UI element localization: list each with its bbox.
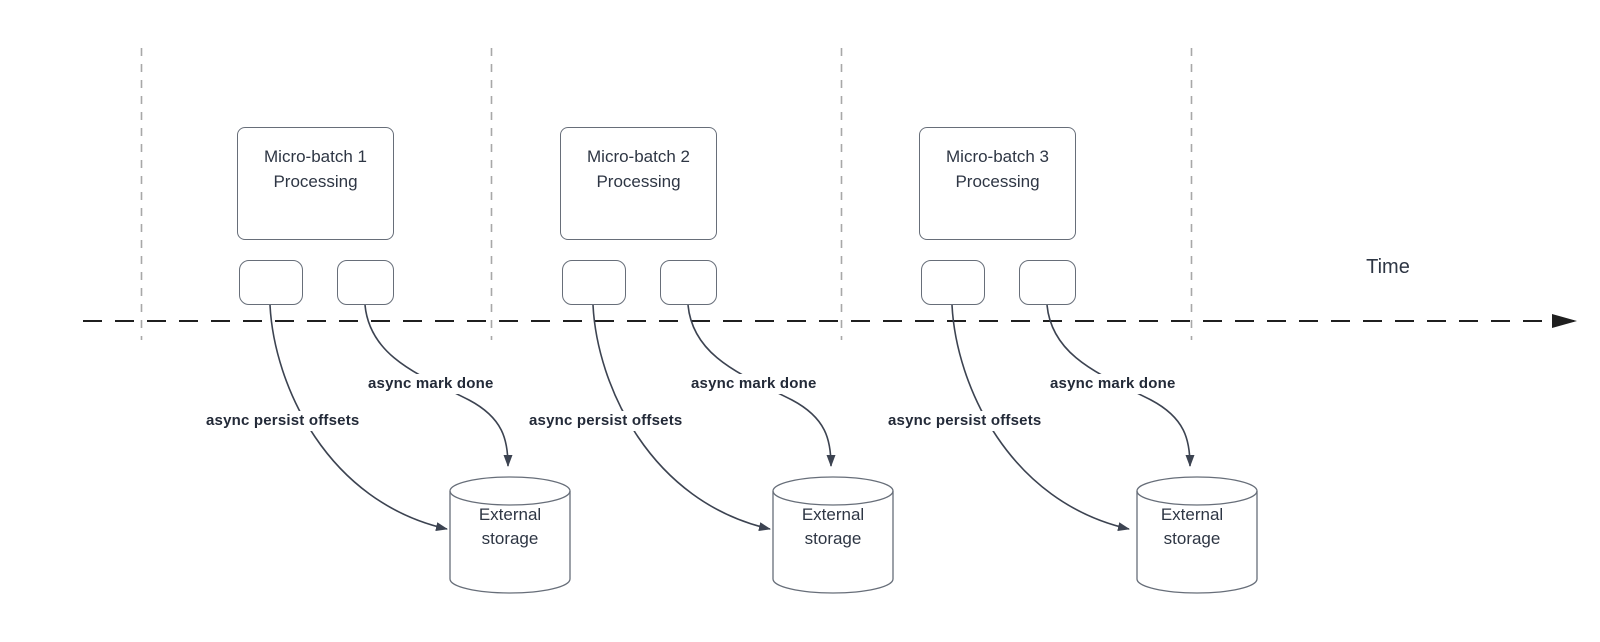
storage-label-line2: storage xyxy=(1163,529,1221,548)
time-axis-label: Time xyxy=(1366,256,1410,278)
proc-box-title-line1: Micro-batch 1 xyxy=(264,147,367,166)
done-task-box-1 xyxy=(337,260,394,305)
proc-box-title-line2: Processing xyxy=(955,172,1040,191)
async-mark-done-label-2: async mark done xyxy=(688,374,820,394)
offset-task-box-2 xyxy=(562,260,626,305)
external-storage-cylinder-1 xyxy=(449,476,571,594)
async-persist-offsets-label-2: async persist offsets xyxy=(526,411,686,431)
proc-box-title-line1: Micro-batch 3 xyxy=(946,147,1049,166)
batch-group-1: Micro-batch 1 Processing async persist o… xyxy=(203,0,620,642)
async-mark-done-label-1: async mark done xyxy=(365,374,497,394)
storage-label-line1: External xyxy=(1160,505,1224,524)
external-storage-label-1: External storage xyxy=(450,503,570,551)
persist-offsets-arrow-3 xyxy=(951,304,1130,531)
storage-label-line2: storage xyxy=(481,529,539,548)
external-storage-cylinder-3 xyxy=(1136,476,1258,594)
mark-done-arrow-1 xyxy=(364,304,513,467)
done-task-box-3 xyxy=(1019,260,1076,305)
external-storage-cylinder-2 xyxy=(772,476,894,594)
persist-offsets-arrow-1 xyxy=(269,304,448,531)
micro-batch-2-processing-box: Micro-batch 2 Processing xyxy=(560,127,717,240)
offset-task-box-3 xyxy=(921,260,985,305)
batch-group-3: Micro-batch 3 Processing async persist o… xyxy=(885,0,1302,642)
external-storage-label-3: External storage xyxy=(1132,503,1252,551)
proc-box-title-line2: Processing xyxy=(596,172,681,191)
external-storage-label-2: External storage xyxy=(773,503,893,551)
async-persist-offsets-label-1: async persist offsets xyxy=(203,411,363,431)
micro-batch-1-processing-box: Micro-batch 1 Processing xyxy=(237,127,394,240)
proc-box-title-line2: Processing xyxy=(273,172,358,191)
proc-box-title-line1: Micro-batch 2 xyxy=(587,147,690,166)
offset-task-box-1 xyxy=(239,260,303,305)
mark-done-arrow-3 xyxy=(1046,304,1195,467)
micro-batch-3-processing-box: Micro-batch 3 Processing xyxy=(919,127,1076,240)
async-mark-done-label-3: async mark done xyxy=(1047,374,1179,394)
storage-label-line2: storage xyxy=(804,529,862,548)
storage-label-line1: External xyxy=(801,505,865,524)
batch-group-2: Micro-batch 2 Processing async persist o… xyxy=(526,0,943,642)
done-task-box-2 xyxy=(660,260,717,305)
storage-label-line1: External xyxy=(478,505,542,524)
persist-offsets-arrow-2 xyxy=(592,304,771,531)
async-persist-offsets-label-3: async persist offsets xyxy=(885,411,1045,431)
mark-done-arrow-2 xyxy=(687,304,836,467)
